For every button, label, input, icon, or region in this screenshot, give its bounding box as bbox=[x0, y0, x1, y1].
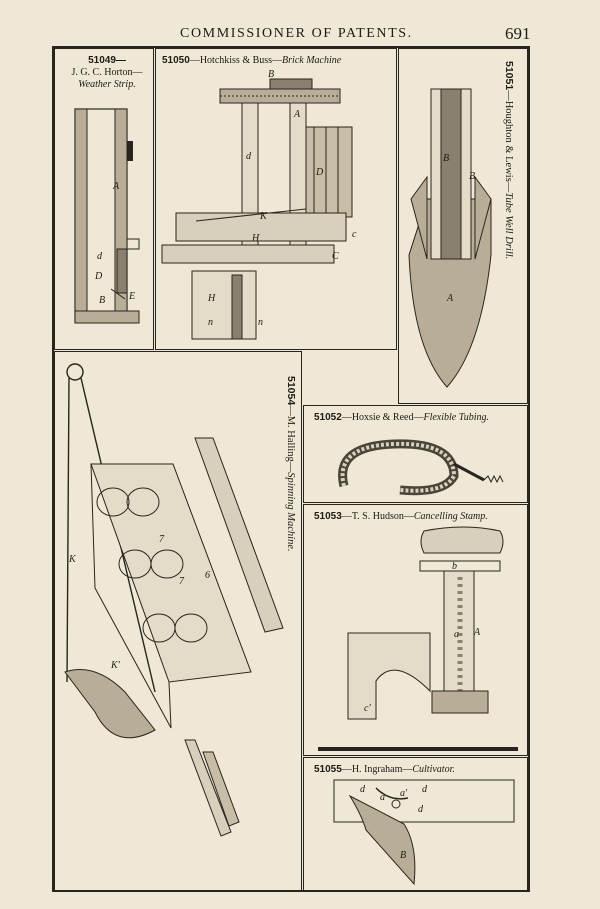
caption-51052: 51052—Hoxsie & Reed—Flexible Tubing. bbox=[314, 412, 489, 424]
panel-51053: 51053—T. S. Hudson—Cancelling Stamp. b a… bbox=[303, 504, 528, 756]
caption-51053: 51053—T. S. Hudson—Cancelling Stamp. bbox=[314, 511, 488, 523]
label-c-prime: c' bbox=[364, 703, 371, 714]
invention-title: Flexible Tubing. bbox=[423, 412, 490, 423]
patent-number: 51049— bbox=[88, 55, 126, 66]
panel-51050: 51050—Hotchkiss & Buss—Brick Machine B A… bbox=[155, 48, 397, 350]
label-a: a bbox=[380, 792, 385, 803]
flexible-tubing-drawing bbox=[338, 439, 504, 496]
label-d: d bbox=[246, 151, 252, 162]
invention-title: Cancelling Stamp. bbox=[413, 511, 488, 522]
inventor-name: —H. Ingraham— bbox=[341, 764, 413, 775]
label-E: E bbox=[128, 291, 135, 302]
caption-51049: 51049— J. G. C. Horton— Weather Strip. bbox=[65, 55, 149, 91]
inventor-name: —T. S. Hudson— bbox=[341, 511, 414, 522]
label-H2: H bbox=[207, 293, 216, 304]
panel-51052: 51052—Hoxsie & Reed—Flexible Tubing. bbox=[303, 405, 528, 503]
label-H: H bbox=[251, 233, 260, 244]
label-K: K bbox=[259, 211, 268, 222]
patent-number: 51055 bbox=[314, 764, 342, 775]
label-7b: 7 bbox=[179, 576, 185, 587]
label-A: A bbox=[446, 293, 454, 304]
label-C: C bbox=[332, 251, 339, 262]
tube-well-drill-drawing: B B A bbox=[408, 88, 492, 388]
patent-number: 51053 bbox=[314, 511, 342, 522]
label-7a: 7 bbox=[159, 534, 165, 545]
panel-51049: 51049— J. G. C. Horton— Weather Strip. A… bbox=[54, 48, 154, 350]
label-B: B bbox=[443, 153, 449, 164]
label-B: B bbox=[99, 295, 105, 306]
patent-number: 51052 bbox=[314, 412, 342, 423]
label-A: A bbox=[112, 181, 120, 192]
label-D: D bbox=[315, 167, 324, 178]
inventor-name: J. G. C. Horton— bbox=[71, 67, 143, 78]
label-B: B bbox=[400, 850, 406, 861]
page-header: COMMISSIONER OF PATENTS. 691 bbox=[0, 22, 600, 46]
panel-51051: 51051—Houghton & Lewis—Tube Well Drill. … bbox=[398, 48, 528, 404]
label-n2: n bbox=[258, 317, 263, 328]
label-A: A bbox=[473, 627, 481, 638]
panel-51054: 51054—M. Halling—Spinning Machine. K K' … bbox=[54, 351, 302, 891]
inventor-name: —Hotchkiss & Buss— bbox=[189, 55, 283, 66]
label-a: a bbox=[454, 629, 459, 640]
label-d2: d bbox=[422, 784, 428, 795]
patent-number: 51050 bbox=[162, 55, 190, 66]
invention-title: Brick Machine bbox=[282, 55, 342, 66]
label-B: B bbox=[268, 69, 274, 80]
page-number: 691 bbox=[505, 24, 531, 43]
label-K-prime: K' bbox=[110, 660, 121, 671]
caption-51050: 51050—Hotchkiss & Buss—Brick Machine bbox=[162, 55, 341, 67]
inventor-name: —Hoxsie & Reed— bbox=[341, 412, 424, 423]
label-K: K bbox=[68, 554, 77, 565]
label-A: A bbox=[293, 109, 301, 120]
label-D: D bbox=[94, 271, 103, 282]
panel-51055: 51055—H. Ingraham—Cultivator. d d a a' d… bbox=[303, 757, 528, 891]
weather-strip-drawing: A d D B E bbox=[74, 108, 140, 324]
label-6: 6 bbox=[205, 570, 210, 581]
invention-title: Weather Strip. bbox=[78, 79, 136, 90]
label-n: n bbox=[208, 317, 213, 328]
running-title: COMMISSIONER OF PATENTS. bbox=[180, 26, 413, 41]
spinning-machine-drawing: K K' 7 7 6 bbox=[64, 363, 284, 837]
plate-frame bbox=[52, 46, 530, 892]
label-d: d bbox=[360, 784, 366, 795]
cultivator-drawing: d d a a' d B bbox=[333, 779, 515, 886]
label-a-prime: a' bbox=[400, 788, 408, 799]
label-B2: B bbox=[469, 171, 475, 182]
brick-machine-drawing: B A d D K H c C H n n bbox=[161, 69, 357, 340]
cancelling-stamp-drawing: b a A c' bbox=[318, 526, 518, 751]
label-c: c bbox=[352, 229, 357, 240]
label-b: b bbox=[452, 561, 457, 572]
caption-51055: 51055—H. Ingraham—Cultivator. bbox=[314, 764, 455, 776]
label-d3: d bbox=[418, 804, 424, 815]
invention-title: Cultivator. bbox=[412, 764, 455, 775]
label-d: d bbox=[97, 251, 103, 262]
